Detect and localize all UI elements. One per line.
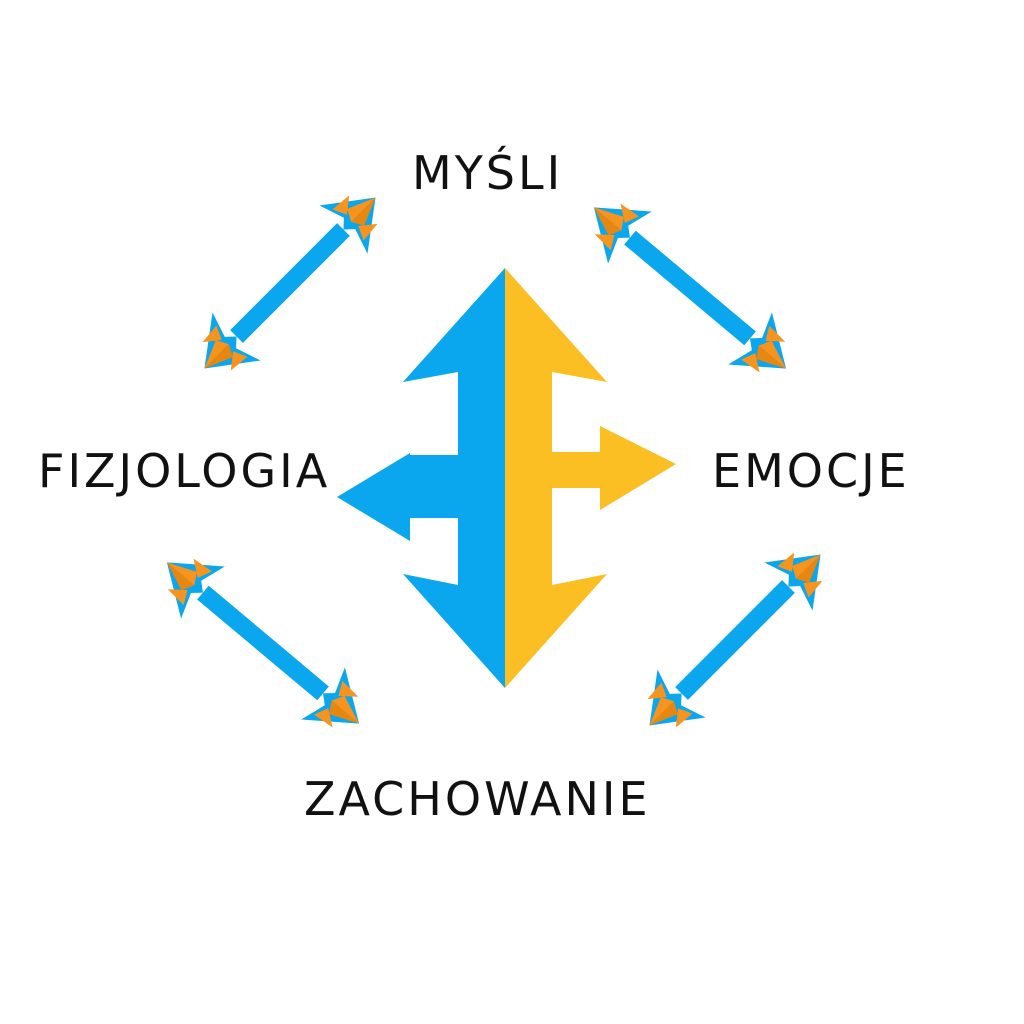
- label-thoughts: MYŚLI: [412, 146, 564, 200]
- connector-arrow-top-right-icon: [572, 181, 808, 395]
- label-physiology: FIZJOLOGIA: [38, 444, 331, 498]
- connector-arrow-bottom-right-icon: [625, 530, 845, 750]
- label-behavior: ZACHOWANIE: [304, 772, 651, 826]
- center-arrow-icon: [337, 268, 676, 688]
- connector-arrow-top-left-icon: [180, 173, 400, 393]
- connector-arrow-bottom-left-icon: [145, 536, 381, 750]
- label-emotions: EMOCJE: [712, 444, 910, 498]
